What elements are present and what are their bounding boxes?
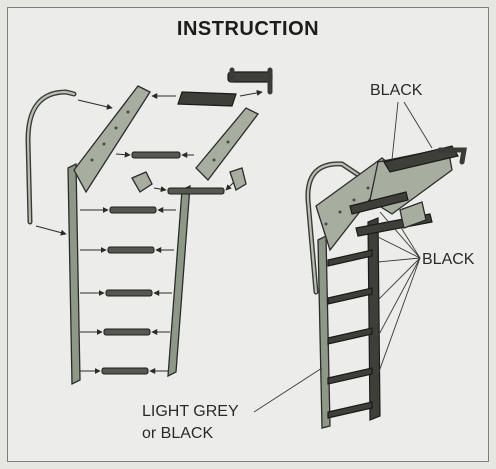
platform-rung-1 bbox=[131, 151, 181, 159]
plate-rivets bbox=[90, 110, 230, 162]
left-rail-a bbox=[67, 162, 81, 386]
platform-rung-2 bbox=[167, 187, 225, 195]
instruction-frame bbox=[7, 7, 489, 462]
assembled-ladder bbox=[253, 101, 467, 429]
assembled-bracket bbox=[399, 201, 427, 229]
top-step-plate bbox=[177, 91, 237, 107]
platform-brackets bbox=[131, 167, 247, 193]
assembled-platform-rung-1 bbox=[349, 191, 409, 215]
right-rail-a bbox=[317, 234, 331, 429]
assembled-top-bar bbox=[383, 145, 459, 173]
rung-4 bbox=[103, 328, 151, 336]
assembled-rivets bbox=[324, 186, 370, 226]
assembled-top-handle bbox=[437, 147, 467, 165]
rung-3 bbox=[105, 289, 153, 297]
label-or-black: or BLACK bbox=[142, 425, 214, 442]
black-middle-pointers bbox=[375, 211, 421, 381]
rung-2 bbox=[107, 246, 155, 254]
side-plate-left bbox=[73, 85, 151, 194]
side-plate-right bbox=[195, 107, 259, 181]
black-top-pointers bbox=[391, 101, 433, 161]
left-rail-b bbox=[167, 184, 191, 378]
label-light-grey: LIGHT GREY bbox=[142, 403, 239, 420]
exploded-ladder bbox=[25, 67, 273, 386]
exploded-rungs bbox=[101, 206, 157, 375]
light-grey-pointer bbox=[253, 367, 323, 413]
right-rail-b bbox=[367, 217, 381, 421]
page-title: INSTRUCTION bbox=[176, 18, 320, 40]
top-handle-posts bbox=[229, 67, 273, 95]
left-handrail bbox=[25, 89, 113, 236]
rung-arrows bbox=[80, 207, 176, 374]
right-handrail bbox=[305, 161, 363, 295]
top-handle-bar bbox=[227, 71, 273, 83]
rung-1 bbox=[109, 206, 157, 214]
label-black-middle: BLACK bbox=[422, 251, 475, 268]
rung-5 bbox=[101, 367, 149, 375]
assembled-rungs bbox=[327, 249, 373, 419]
label-black-top: BLACK bbox=[370, 82, 423, 99]
